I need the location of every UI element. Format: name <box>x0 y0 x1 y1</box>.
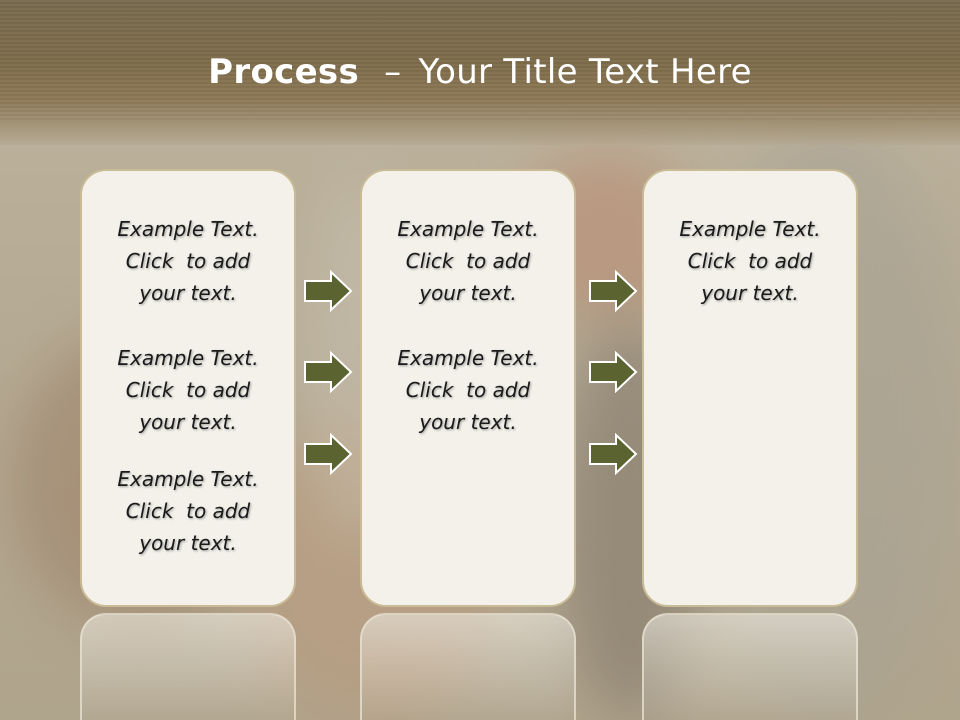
text-block[interactable]: Example Text. Click to add your text. <box>362 342 574 438</box>
title-bold: Process <box>208 52 360 92</box>
title-band <box>0 0 960 145</box>
box-reflection <box>360 613 576 720</box>
text-line: your text. <box>701 281 799 305</box>
box-reflection <box>80 613 296 720</box>
text-block[interactable]: Example Text. Click to add your text. <box>644 213 856 309</box>
text-line: your text. <box>419 410 517 434</box>
text-line: your text. <box>419 281 517 305</box>
right-arrow-icon[interactable] <box>588 270 638 312</box>
right-arrow-icon[interactable] <box>588 351 638 393</box>
text-line: your text. <box>139 410 237 434</box>
text-line: Click to add <box>687 249 813 273</box>
text-block[interactable]: Example Text. Click to add your text. <box>362 213 574 309</box>
right-arrow-icon[interactable] <box>303 351 353 393</box>
text-line: Example Text. <box>679 217 821 241</box>
process-box-3[interactable]: Example Text. Click to add your text. <box>642 169 858 607</box>
title-dash: – <box>384 52 402 92</box>
text-line: Click to add <box>125 378 251 402</box>
text-line: your text. <box>139 531 237 555</box>
right-arrow-icon[interactable] <box>303 270 353 312</box>
text-line: Example Text. <box>117 346 259 370</box>
text-line: Example Text. <box>397 346 539 370</box>
box-reflection <box>642 613 858 720</box>
text-line: your text. <box>139 281 237 305</box>
text-line: Click to add <box>125 499 251 523</box>
right-arrow-icon[interactable] <box>303 433 353 475</box>
text-block[interactable]: Example Text. Click to add your text. <box>82 342 294 438</box>
text-block[interactable]: Example Text. Click to add your text. <box>82 213 294 309</box>
text-line: Click to add <box>405 249 531 273</box>
process-box-1[interactable]: Example Text. Click to add your text. Ex… <box>80 169 296 607</box>
text-line: Example Text. <box>117 217 259 241</box>
slide-title[interactable]: Process – Your Title Text Here <box>0 52 960 92</box>
right-arrow-icon[interactable] <box>588 433 638 475</box>
process-box-2[interactable]: Example Text. Click to add your text. Ex… <box>360 169 576 607</box>
text-block[interactable]: Example Text. Click to add your text. <box>82 463 294 559</box>
title-rest: Your Title Text Here <box>418 52 752 92</box>
text-line: Click to add <box>125 249 251 273</box>
text-line: Click to add <box>405 378 531 402</box>
text-line: Example Text. <box>117 467 259 491</box>
text-line: Example Text. <box>397 217 539 241</box>
